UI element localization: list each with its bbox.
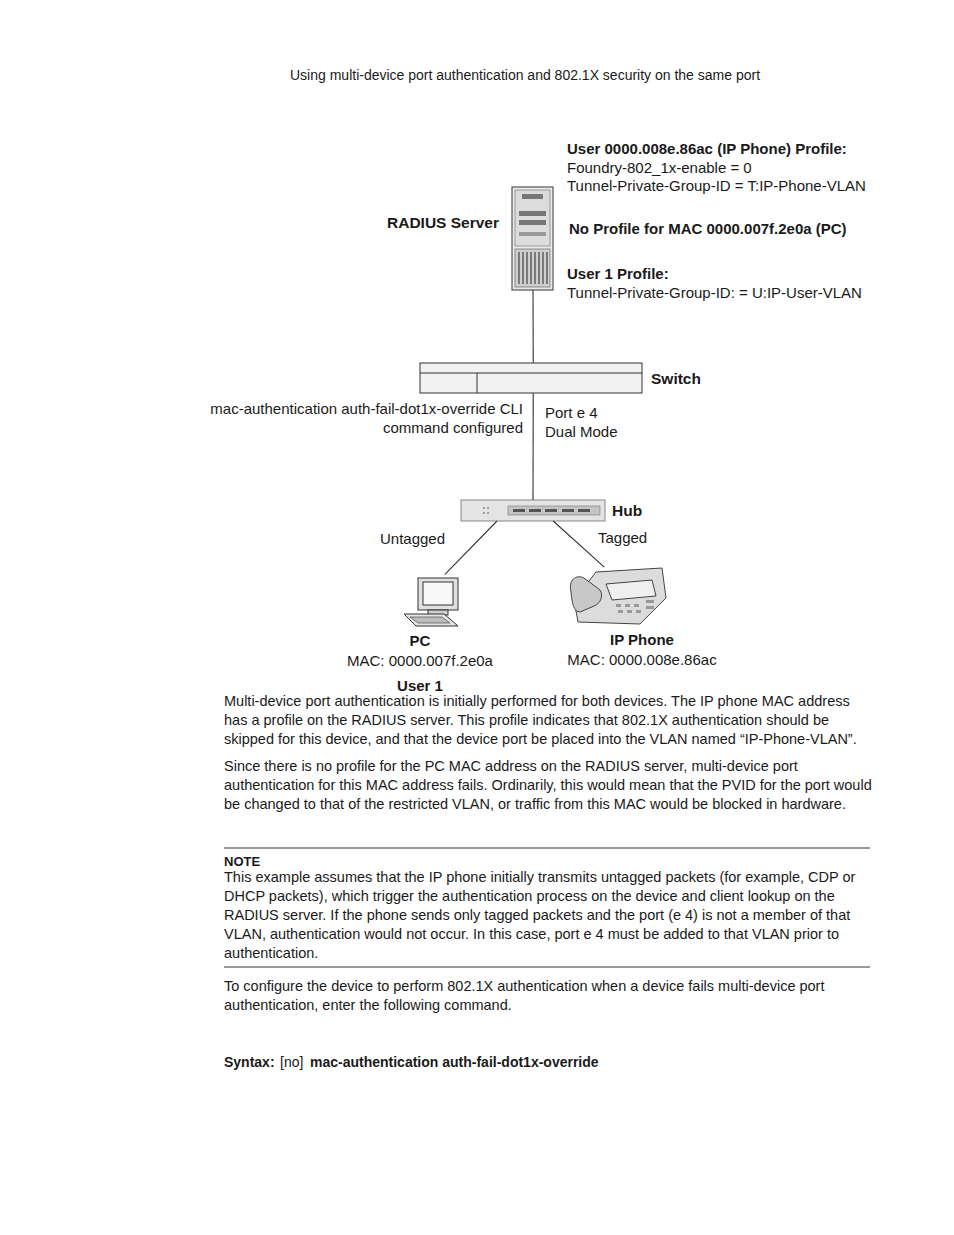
profile-attribute: Tunnel-Private-Group-ID: = U:IP-User-VLA… <box>567 283 862 302</box>
connector-line <box>532 290 533 363</box>
note-heading: NOTE <box>224 852 260 871</box>
port-label: Port e 4 Dual Mode <box>545 403 627 441</box>
hub-node: Hub <box>461 500 605 521</box>
edge-label: Untagged <box>378 529 447 548</box>
syntax-keyword: Syntax: <box>224 1053 275 1072</box>
profile-heading: User 0000.008e.86ac (IP Phone) Profile: <box>567 139 847 158</box>
node-label: Switch <box>651 369 701 388</box>
pc-node: PCMAC: 0000.007f.2e0aUser 1 <box>340 572 500 695</box>
profile-heading: User 1 Profile: <box>567 264 669 283</box>
node-label: IP Phone <box>560 630 724 649</box>
node-label: PC <box>340 631 500 650</box>
body-paragraph: Multi-device port authentication is init… <box>224 692 876 749</box>
syntax-command: mac-authentication auth-fail-dot1x-overr… <box>310 1053 599 1072</box>
edge-label: Tagged <box>596 528 649 547</box>
hub-icon <box>461 500 605 521</box>
body-paragraph: To configure the device to perform 802.1… <box>224 977 876 1015</box>
pc-icon <box>404 578 458 626</box>
node-label: MAC: 0000.007f.2e0a <box>340 651 500 670</box>
syntax-option: [no] <box>280 1053 303 1072</box>
phone-icon <box>570 568 666 624</box>
rule-line <box>224 967 870 968</box>
connector-line <box>445 521 497 574</box>
node-label: MAC: 0000.008e.86ac <box>560 650 724 669</box>
node-label: RADIUS Server <box>387 213 499 232</box>
rule-line <box>224 848 870 849</box>
node-label: User 1 <box>340 676 500 695</box>
switch-node: Switch <box>420 363 642 393</box>
body-paragraph: Since there is no profile for the PC MAC… <box>224 757 876 814</box>
note-text: This example assumes that the IP phone i… <box>224 868 876 963</box>
server-node: RADIUS Server <box>512 186 554 290</box>
profile-attribute: Tunnel-Private-Group-ID = T:IP-Phone-VLA… <box>567 176 866 195</box>
running-header: Using multi-device port authentication a… <box>290 66 760 85</box>
config-note: mac-authentication auth-fail-dot1x-overr… <box>210 399 523 437</box>
profile-heading: No Profile for MAC 0000.007f.2e0a (PC) <box>569 219 847 238</box>
phone-node: IP PhoneMAC: 0000.008e.86ac <box>560 565 724 669</box>
node-label: Hub <box>612 501 642 520</box>
connector-line <box>532 393 533 500</box>
switch-icon <box>420 363 642 393</box>
profile-attribute: Foundry-802_1x-enable = 0 <box>567 158 752 177</box>
server-icon <box>512 187 553 290</box>
